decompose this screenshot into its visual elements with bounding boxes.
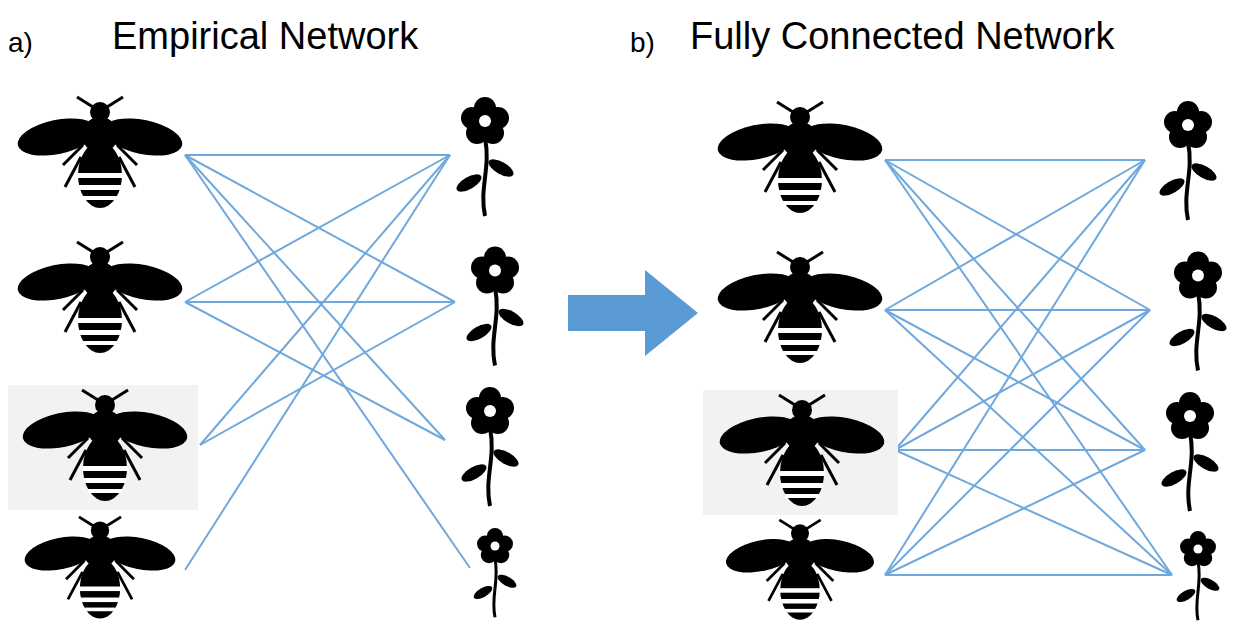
transform-arrow [568, 270, 698, 356]
flower-icons [454, 97, 1229, 620]
empirical-links [185, 155, 470, 570]
panel-title: Empirical Network [112, 16, 418, 58]
bee-icons [8, 97, 898, 620]
panel-letter: a) [8, 28, 33, 59]
panel-title: Fully Connected Network [690, 16, 1115, 58]
full-links [885, 160, 1172, 575]
panel-letter: b) [630, 28, 655, 59]
